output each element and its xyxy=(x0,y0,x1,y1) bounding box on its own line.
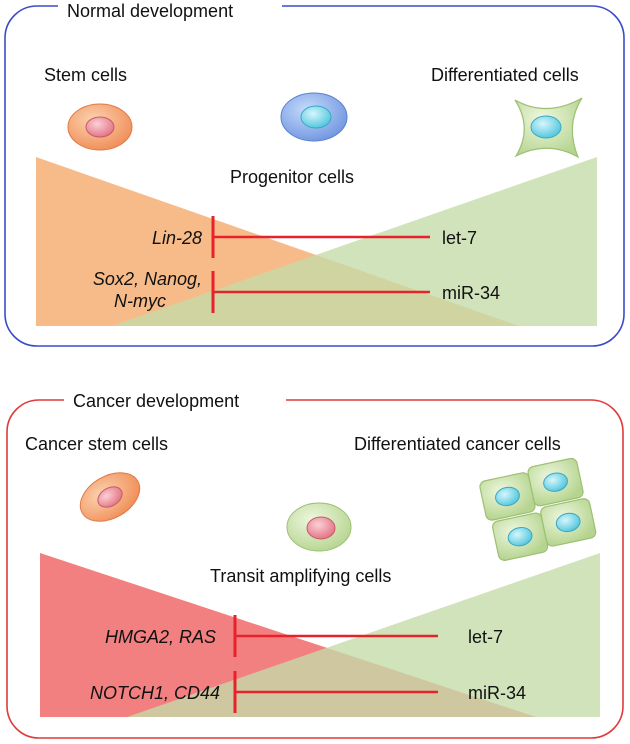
cancer-let7-label: let-7 xyxy=(468,627,503,647)
normal-let7-label: let-7 xyxy=(442,228,477,248)
sox2-nanog-label: Sox2, Nanog, xyxy=(93,269,202,289)
notch1-cd44-label: NOTCH1, CD44 xyxy=(90,683,220,703)
cancer-title-backdrop xyxy=(64,390,286,412)
hmga2-ras-label: HMGA2, RAS xyxy=(105,627,216,647)
cancer-panel-border xyxy=(6,399,624,739)
nmyc-label: N-myc xyxy=(114,291,166,311)
normal-panel-title: Normal development xyxy=(67,1,233,21)
cancer-mir34-label: miR-34 xyxy=(468,683,526,703)
normal-mir34-label: miR-34 xyxy=(442,283,500,303)
normal-panel-border xyxy=(4,5,625,347)
transit-amplifying-cells-label: Transit amplifying cells xyxy=(210,566,391,586)
differentiated-cancer-cells-label: Differentiated cancer cells xyxy=(354,434,561,454)
stem-cells-label: Stem cells xyxy=(44,65,127,85)
normal-development-panel: Normal development Stem cells Differenti… xyxy=(4,0,625,347)
cancer-stem-cell-icon xyxy=(79,472,141,522)
cancer-stem-cells-label: Cancer stem cells xyxy=(25,434,168,454)
cancer-development-panel: Cancer development Cancer stem cells Dif… xyxy=(6,390,624,739)
differentiated-cells-label: Differentiated cells xyxy=(431,65,579,85)
progenitor-cell-icon xyxy=(280,92,348,142)
transit-amplifying-cell-icon xyxy=(286,502,352,552)
cancer-panel-title: Cancer development xyxy=(73,391,239,411)
cancer-let7-inhibition-arrow xyxy=(233,615,438,657)
differentiated-cell-icon xyxy=(514,97,583,159)
let7-inhibition-arrow xyxy=(211,216,430,258)
normal-title-backdrop xyxy=(58,0,282,22)
progenitor-cells-label: Progenitor cells xyxy=(230,167,354,187)
differentiated-cancer-cells-icon xyxy=(479,457,597,561)
stem-cell-icon xyxy=(67,103,133,151)
differentiation-gradient-triangle xyxy=(112,157,597,326)
mir34-inhibition-arrow xyxy=(211,271,430,313)
lin28-label: Lin-28 xyxy=(152,228,202,248)
cancer-mir34-inhibition-arrow xyxy=(233,671,438,713)
